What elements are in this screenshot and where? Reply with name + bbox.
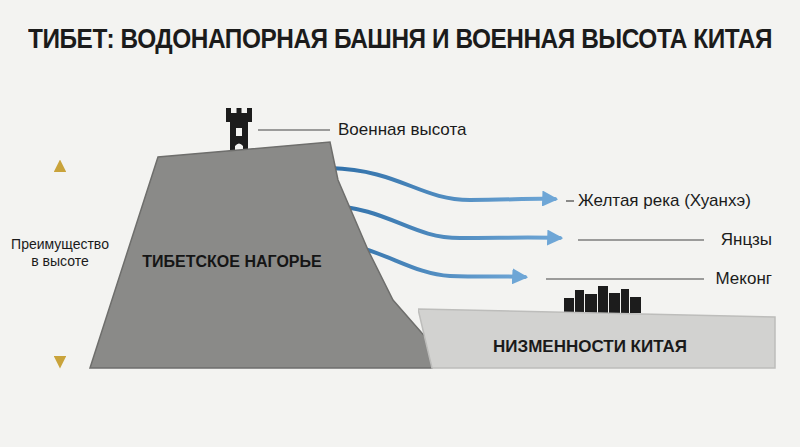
river-name: Янцзы xyxy=(721,230,772,250)
plateau-shape: ТИБЕТСКОЕ НАГОРЬЕ xyxy=(88,140,434,370)
leader-line xyxy=(258,129,330,130)
node-label: НИЗМЕННОСТИ КИТАЯ xyxy=(493,337,687,357)
watchtower-icon xyxy=(226,108,252,155)
river-name: Желтая река (Хуанхэ) xyxy=(578,191,751,211)
label-patch xyxy=(8,233,112,273)
leader-lines xyxy=(546,201,704,279)
lowland-band: НИЗМЕННОСТИ КИТАЯ xyxy=(418,305,778,370)
callout-label: Военная высота xyxy=(338,120,466,140)
river-name: Меконг xyxy=(716,269,772,289)
node-label: ТИБЕТСКОЕ НАГОРЬЕ xyxy=(142,253,321,271)
diagram-title: ТИБЕТ: ВОДОНАПОРНАЯ БАШНЯ И ВОЕННАЯ ВЫСО… xyxy=(28,24,772,55)
axis-label: Преимущество в высоте xyxy=(10,236,110,270)
city-skyline xyxy=(564,286,641,313)
